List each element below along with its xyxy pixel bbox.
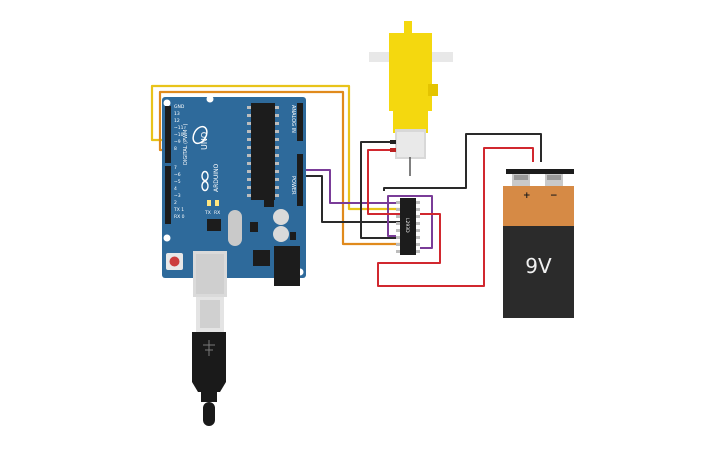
- battery-minus-label: −: [550, 191, 558, 201]
- svg-text:~9: ~9: [174, 139, 181, 145]
- rx-label: RX: [214, 210, 220, 216]
- wire-purple-a[interactable]: [306, 169, 402, 204]
- capacitor-2: [273, 226, 289, 242]
- voltage-regulator: [253, 250, 270, 266]
- svg-text:~6: ~6: [174, 172, 181, 178]
- power-header-top[interactable]: [297, 103, 303, 141]
- wires: [150, 84, 542, 287]
- usb-cable[interactable]: [192, 297, 226, 426]
- svg-text:7: 7: [174, 165, 177, 171]
- svg-text:~5: ~5: [174, 179, 181, 185]
- l293d-chip[interactable]: L293D: [396, 198, 420, 255]
- wire-black-motor[interactable]: [360, 141, 402, 239]
- power-label: POWER: [290, 176, 296, 195]
- wire-purple-b[interactable]: [387, 195, 433, 249]
- power-header[interactable]: [297, 154, 303, 206]
- svg-text:GND: GND: [174, 104, 185, 110]
- svg-text:8: 8: [174, 146, 177, 152]
- digital-label: DIGITAL (PWM~): [183, 123, 189, 165]
- svg-text:4: 4: [174, 186, 177, 192]
- wire-red-motor[interactable]: [367, 149, 402, 215]
- wire-black-battery[interactable]: [383, 133, 542, 191]
- dc-motor[interactable]: [369, 21, 453, 176]
- wire-red-battery[interactable]: [377, 147, 534, 287]
- wire-yellow[interactable]: [150, 84, 402, 211]
- battery-plus-label: +: [523, 191, 531, 201]
- digital-pin-labels: GND 13 12 ~11 ~10 ~9 8 7 ~6 ~5 4 ~3 2 TX…: [173, 104, 185, 220]
- digital-header-2[interactable]: [165, 166, 171, 224]
- digital-header[interactable]: [165, 106, 171, 163]
- crystal: [228, 210, 242, 246]
- svg-text:~3: ~3: [174, 193, 181, 199]
- power-jack[interactable]: [274, 246, 300, 286]
- svg-text:TX 1: TX 1: [173, 207, 184, 213]
- logo-brand: ARDUINO: [213, 163, 220, 192]
- svg-text:~11: ~11: [174, 125, 184, 131]
- analog-label: ANALOG IN: [290, 105, 296, 133]
- chip-label: L293D: [404, 218, 410, 233]
- battery-9v[interactable]: + − 9V: [503, 169, 574, 318]
- capacitor-1: [273, 209, 289, 225]
- atmega-chip: [251, 103, 275, 200]
- wire-orange[interactable]: [158, 90, 402, 246]
- svg-text:12: 12: [174, 118, 180, 124]
- arduino-board[interactable]: GND 13 12 ~11 ~10 ~9 8 7 ~6 ~5 4 ~3 2 TX…: [162, 95, 306, 298]
- logo-uno: UNO: [200, 132, 209, 150]
- svg-text:13: 13: [174, 111, 180, 117]
- svg-text:RX 0: RX 0: [174, 214, 185, 220]
- battery-voltage-label: 9V: [525, 254, 552, 278]
- tx-label: TX: [204, 210, 211, 216]
- arduino-logo: UNO ARDUINO: [192, 125, 220, 192]
- svg-text:~10: ~10: [174, 132, 184, 138]
- svg-text:2: 2: [174, 200, 177, 206]
